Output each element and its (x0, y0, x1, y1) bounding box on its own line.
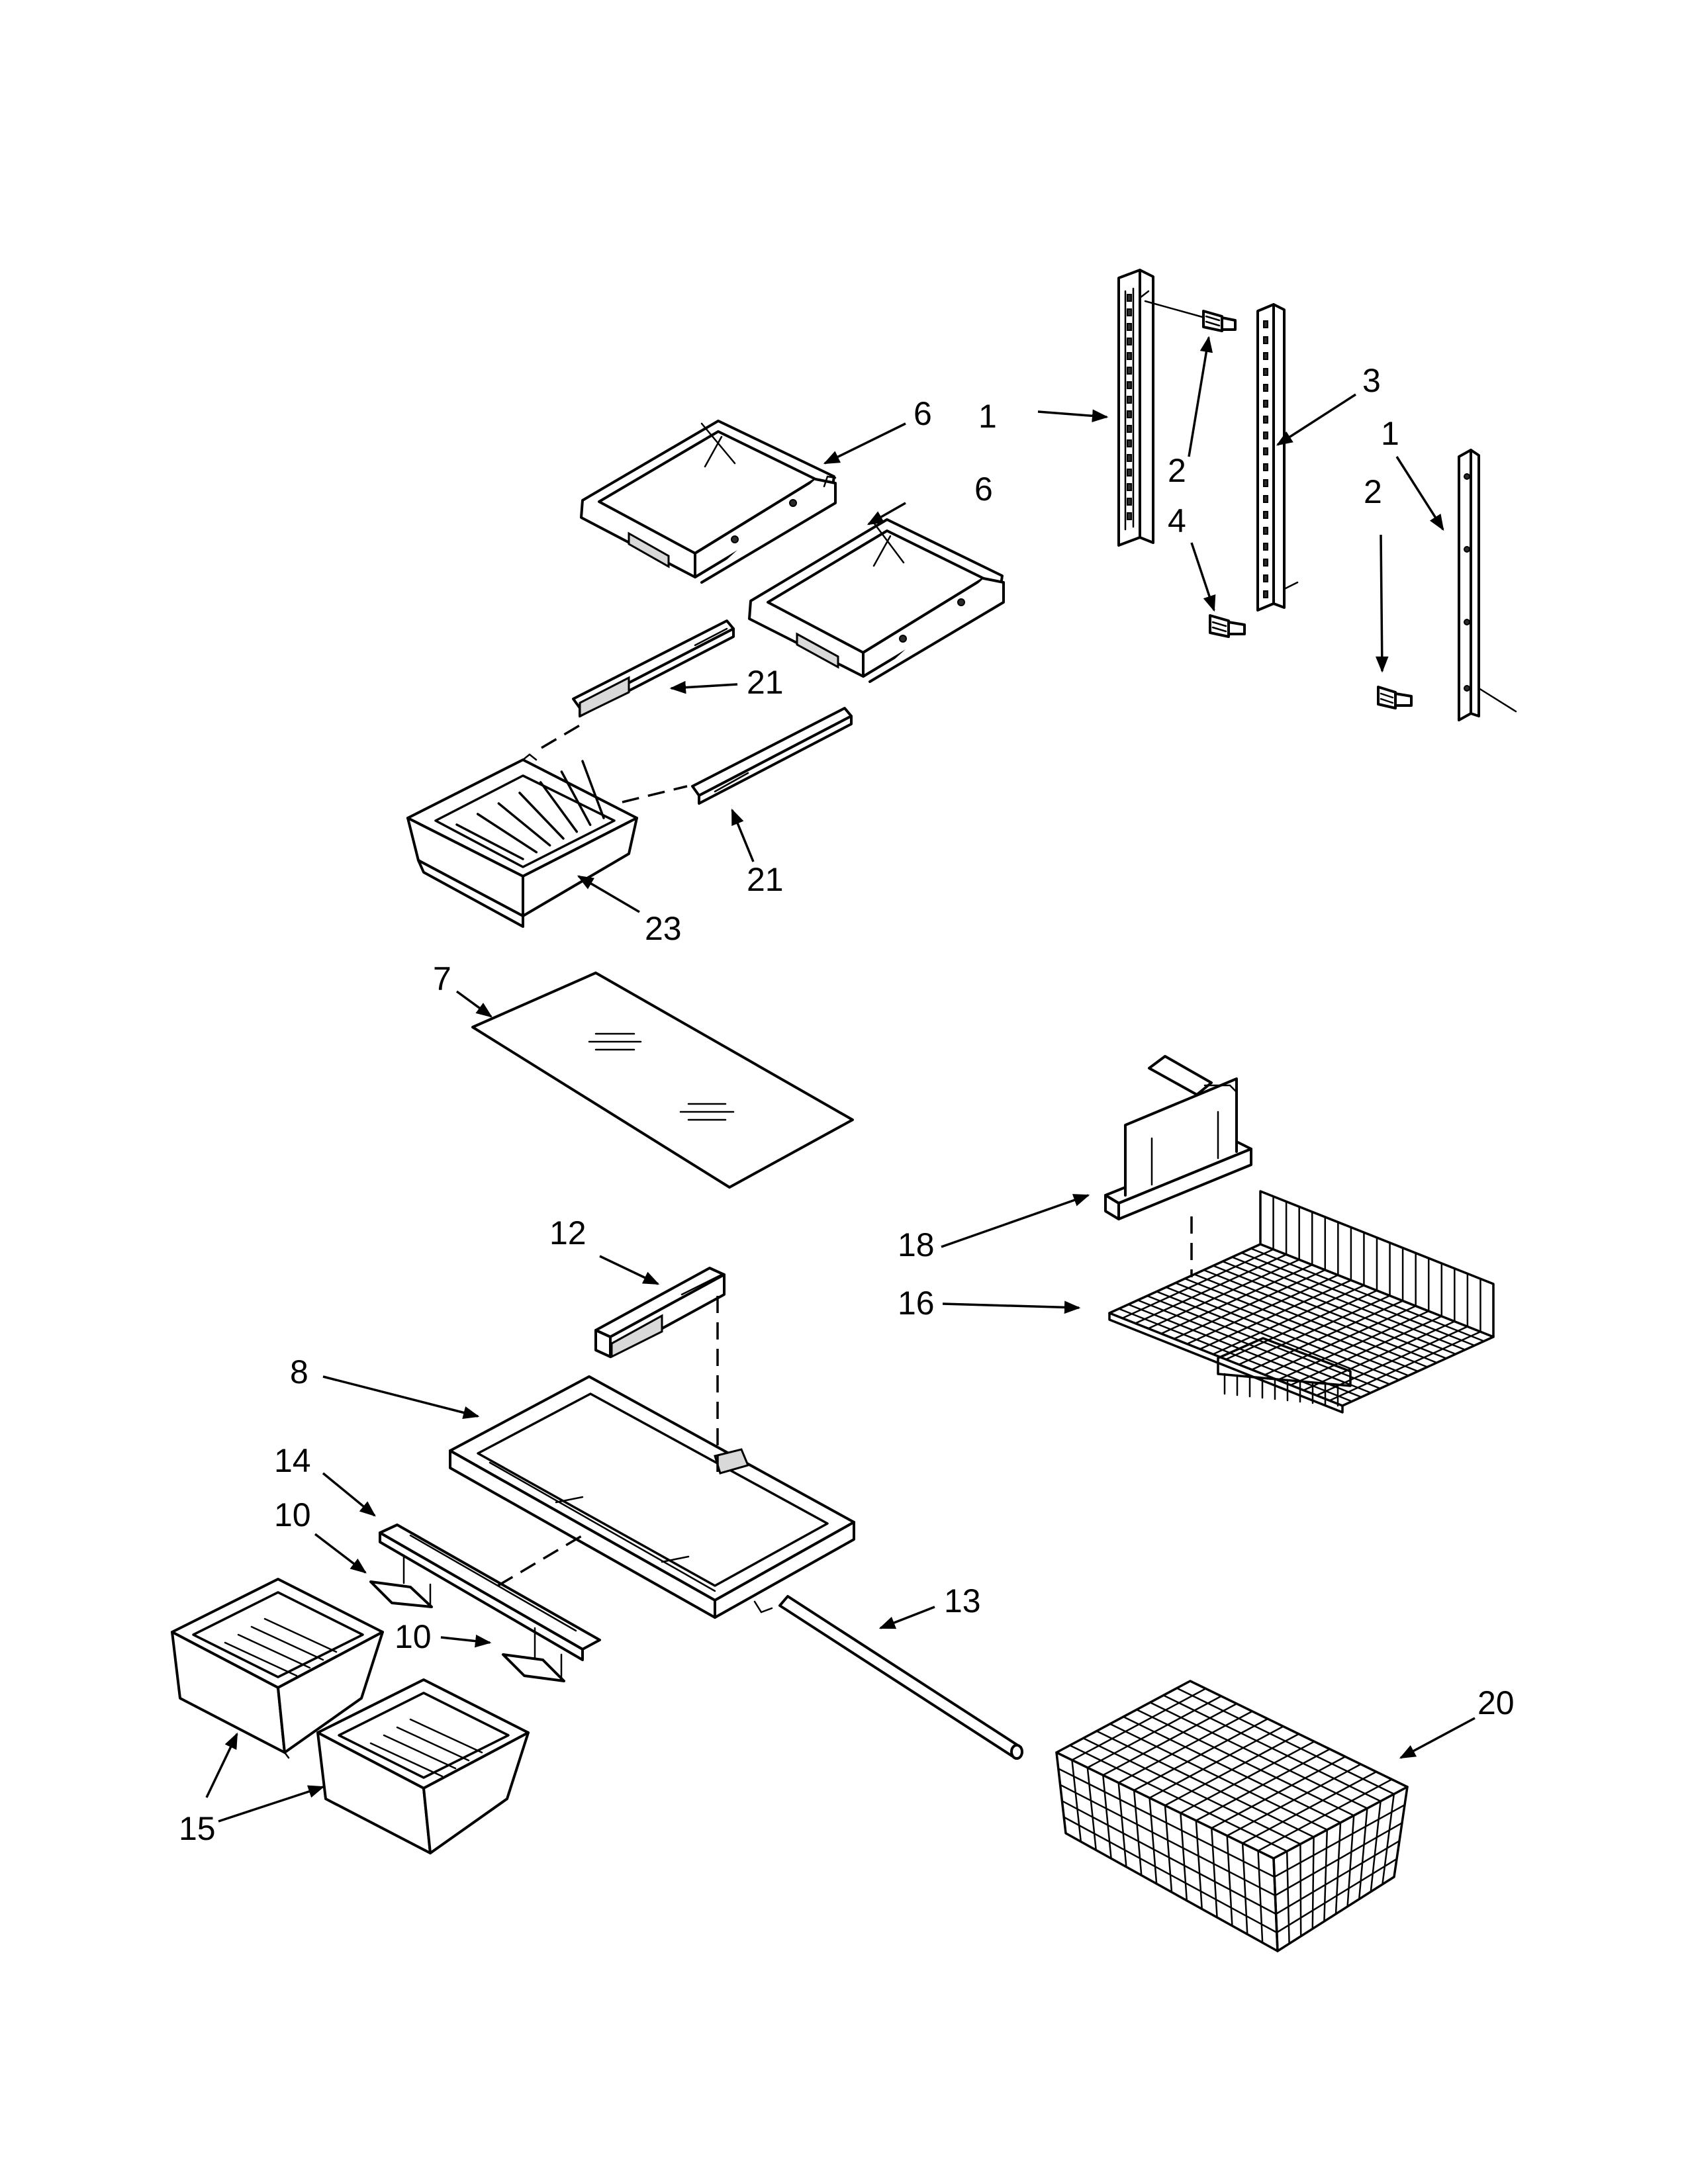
callout-12: 12 (549, 1214, 586, 1251)
basket-divider-part (1104, 1055, 1252, 1220)
callout-16: 16 (898, 1285, 935, 1322)
rail-left-part (1117, 269, 1154, 547)
callout-2-right: 2 (1364, 473, 1382, 510)
callout-10-left: 10 (274, 1496, 311, 1533)
callout-15: 15 (179, 1810, 216, 1847)
callout-4: 4 (1168, 502, 1186, 539)
callout-10-right: 10 (395, 1618, 432, 1655)
callout-1-right: 1 (1381, 415, 1399, 452)
callout-6-lower: 6 (974, 471, 993, 508)
glass-shelf-part (471, 972, 854, 1189)
callout-1-left: 1 (978, 398, 997, 435)
crisper-frame-part (449, 1375, 855, 1619)
crisper-cover-part (379, 1524, 601, 1661)
callout-21-upper: 21 (747, 664, 784, 701)
deli-drawer-part (406, 753, 638, 928)
rail-right-part (1458, 449, 1517, 721)
wire-shelf-part (1108, 1190, 1495, 1414)
assembly-lines (497, 720, 1193, 1587)
clip-right-part (502, 1627, 565, 1682)
callout-13: 13 (944, 1582, 981, 1619)
shelf-lower-part (748, 518, 1005, 683)
callout-18: 18 (898, 1226, 935, 1263)
callout-23: 23 (645, 910, 682, 947)
callout-3: 3 (1362, 362, 1381, 399)
rod-part (778, 1595, 1023, 1760)
callout-14: 14 (274, 1442, 311, 1479)
clip-left-part (369, 1554, 433, 1608)
callout-2-upper: 2 (1168, 452, 1186, 489)
callout-labels: 1 2 4 3 1 2 6 6 21 21 23 7 12 8 14 10 10… (179, 362, 1515, 1847)
callout-6-upper: 6 (914, 395, 932, 432)
crisper-bin-right-part (316, 1678, 530, 1854)
callout-21-lower: 21 (747, 861, 784, 898)
screw-upper-part (1144, 300, 1237, 332)
callout-8: 8 (290, 1353, 308, 1390)
callout-20: 20 (1477, 1684, 1515, 1721)
shelf-upper-part (580, 420, 837, 584)
slide-left-part (572, 619, 735, 718)
slide-right-part (691, 707, 853, 805)
rail-middle-part (1256, 303, 1299, 612)
screw-lower-part (1209, 614, 1246, 638)
wire-basket-part (1055, 1680, 1409, 1952)
leader-lines (205, 336, 1476, 1823)
callout-7: 7 (433, 960, 451, 997)
crisper-bin-left-part (171, 1578, 384, 1759)
slide-upper-part (594, 1267, 726, 1359)
screw-right-part (1377, 686, 1413, 709)
